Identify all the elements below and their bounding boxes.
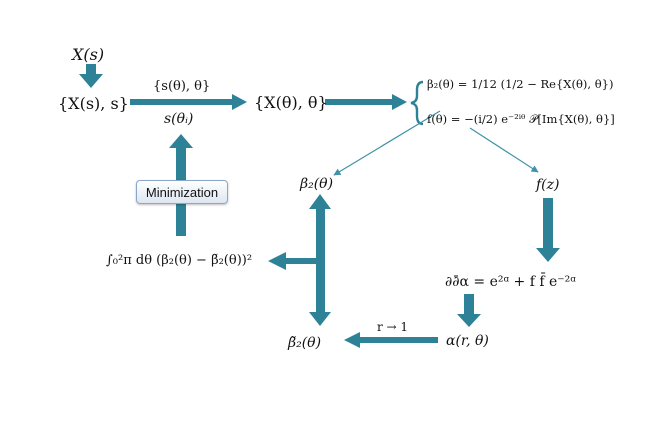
node-x-theta-set: {X(θ), θ} <box>254 93 328 112</box>
arrow-fz-down <box>536 198 560 262</box>
node-integral: ∫₀²π dθ (β₂(θ) − β̃₂(θ))² <box>106 253 252 268</box>
node-beta2-tilde: β̃₂(θ) <box>287 335 321 351</box>
node-alpha: α(r, θ) <box>446 333 489 349</box>
arrow-xs-down <box>79 64 103 88</box>
arrow-alpha-to-tilde <box>344 332 438 348</box>
equation-f: f(θ) = −(i/2) e⁻²ⁱᶿ 𝒫[Im{X(θ), θ}] <box>427 112 615 126</box>
node-liouville: ∂∂̄α = e²ᵅ + f f̄ e⁻²ᵅ <box>445 272 576 290</box>
edge-label-r-limit: r → 1 <box>377 320 408 334</box>
arrow-liouville-down <box>457 294 481 327</box>
minimization-label: Minimization <box>136 180 228 204</box>
node-beta2: β₂(θ) <box>299 176 333 192</box>
vertical-connector <box>316 208 325 314</box>
equation-beta2: β₂(θ) = 1/12 (1/2 − Re{X(θ), θ}) <box>427 77 613 91</box>
node-xs-set: {X(s), s} <box>58 94 129 113</box>
arrow-up-to-beta2 <box>309 194 331 209</box>
node-s-theta-i: s(θᵢ) <box>164 111 193 127</box>
node-xs: X(s) <box>70 45 104 64</box>
arrow-s-to-theta <box>130 94 247 110</box>
arrow-to-integral <box>268 252 320 270</box>
thin-arrow-to-fz <box>469 127 539 173</box>
curly-brace <box>410 80 424 126</box>
arrow-theta-to-brace <box>325 94 407 110</box>
node-fz: f(z) <box>535 177 559 193</box>
thin-arrow-to-beta2 <box>333 110 441 176</box>
arrow-down-to-tilde <box>309 312 331 326</box>
edge-label-s-theta: {s(θ), θ} <box>153 79 210 94</box>
